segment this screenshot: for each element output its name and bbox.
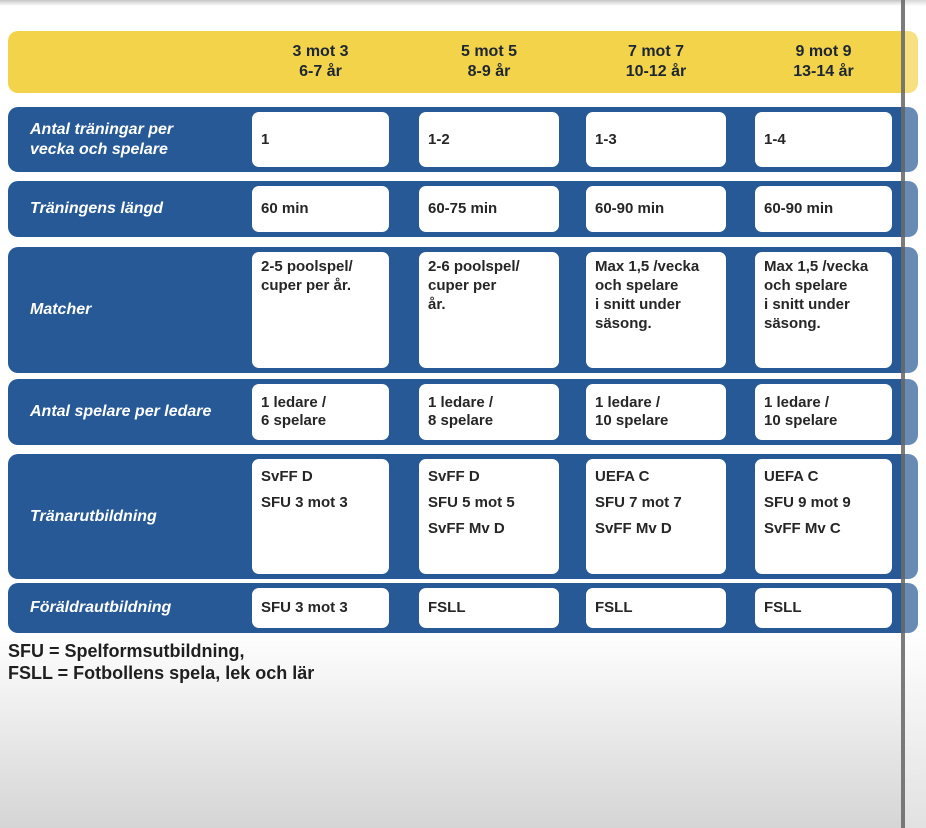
- value-cell: 1-2: [419, 112, 559, 167]
- value-cell: SFU 3 mot 3: [252, 588, 389, 628]
- value-cell: 60-90 min: [586, 186, 726, 232]
- column-subtitle: 8-9 år: [467, 63, 511, 80]
- value-cell: 2-5 poolspel/ cuper per år.: [252, 252, 389, 368]
- table-row-antal-traningar: Antal träningar per vecka och spelare 1 …: [8, 107, 918, 172]
- row-label: Träningens längd: [30, 200, 164, 217]
- value-cell: 1 ledare / 6 spelare: [252, 384, 389, 440]
- cell-text: Max 1,5 /vecka och spelare i snitt under…: [764, 258, 869, 332]
- value-cell: 60-75 min: [419, 186, 559, 232]
- column-header-9mot9: 9 mot 9 13-14 år: [755, 31, 892, 93]
- value-cell: UEFA C SFU 7 mot 7 SvFF Mv D: [586, 459, 726, 574]
- right-edge-fade: [905, 0, 926, 828]
- column-title: 5 mot 5: [460, 43, 517, 60]
- cell-text: UEFA C SFU 9 mot 9 SvFF Mv C: [764, 468, 851, 537]
- cell-text: Max 1,5 /vecka och spelare i snitt under…: [595, 258, 700, 332]
- value-cell: FSLL: [586, 588, 726, 628]
- value-cell: Max 1,5 /vecka och spelare i snitt under…: [586, 252, 726, 368]
- row-label: Tränarutbildning: [30, 507, 157, 525]
- cell-text: 1-4: [764, 130, 786, 148]
- cell-text: FSLL: [595, 599, 633, 616]
- top-edge-shadow: [0, 0, 926, 6]
- value-cell: 1: [252, 112, 389, 167]
- value-cell: 1 ledare / 8 spelare: [419, 384, 559, 440]
- cell-text: 1 ledare / 10 spelare: [595, 394, 669, 429]
- cell-text: FSLL: [764, 599, 802, 616]
- cell-text: 1 ledare / 10 spelare: [764, 394, 838, 429]
- value-cell: SvFF D SFU 3 mot 3: [252, 459, 389, 574]
- value-cell: 60 min: [252, 186, 389, 232]
- value-cell: 1 ledare / 10 spelare: [586, 384, 726, 440]
- cell-text: 2-6 poolspel/ cuper per år.: [428, 258, 520, 313]
- value-cell: FSLL: [419, 588, 559, 628]
- legend-line-sfu: SFU = Spelformsutbildning,: [8, 641, 245, 661]
- row-label: Antal träningar per vecka och spelare: [30, 120, 174, 158]
- cell-text: 1 ledare / 6 spelare: [261, 394, 327, 429]
- table-row-matcher: Matcher 2-5 poolspel/ cuper per år. 2-6 …: [8, 247, 918, 373]
- vertical-divider-line: [901, 0, 905, 828]
- cell-text: 1: [261, 130, 270, 148]
- table-row-tranarutbildning: Tränarutbildning SvFF D SFU 3 mot 3 SvFF…: [8, 454, 918, 579]
- value-cell: Max 1,5 /vecka och spelare i snitt under…: [755, 252, 892, 368]
- column-title: 7 mot 7: [627, 43, 684, 60]
- cell-text: 60 min: [261, 200, 309, 217]
- table-header-row: 3 mot 3 6-7 år 5 mot 5 8-9 år 7 mot 7 10…: [8, 31, 918, 93]
- value-cell: UEFA C SFU 9 mot 9 SvFF Mv C: [755, 459, 892, 574]
- column-header-7mot7: 7 mot 7 10-12 år: [586, 31, 726, 93]
- row-label: Matcher: [30, 301, 92, 318]
- cell-text: SvFF D SFU 3 mot 3: [261, 468, 348, 511]
- value-cell: 60-90 min: [755, 186, 892, 232]
- column-subtitle: 10-12 år: [625, 63, 687, 80]
- column-subtitle: 6-7 år: [299, 63, 342, 80]
- value-cell: 1-4: [755, 112, 892, 167]
- table-row-traningens-langd: Träningens längd 60 min 60-75 min 60-90 …: [8, 181, 918, 237]
- row-label: Föräldrautbildning: [30, 599, 172, 616]
- cell-text: 1 ledare / 8 spelare: [428, 394, 494, 429]
- cell-text: 60-90 min: [595, 200, 665, 217]
- table-row-foraldrautbildning: Föräldrautbildning SFU 3 mot 3 FSLL FSLL…: [8, 583, 918, 633]
- value-cell: 1-3: [586, 112, 726, 167]
- column-title: 9 mot 9: [795, 43, 852, 60]
- table-row-antal-spelare-per-ledare: Antal spelare per ledare 1 ledare / 6 sp…: [8, 379, 918, 445]
- value-cell: SvFF D SFU 5 mot 5 SvFF Mv D: [419, 459, 559, 574]
- cell-text: UEFA C SFU 7 mot 7 SvFF Mv D: [595, 468, 682, 537]
- abbreviation-legend: SFU = Spelformsutbildning, FSLL = Fotbol…: [8, 640, 314, 684]
- column-header-3mot3: 3 mot 3 6-7 år: [252, 31, 389, 93]
- cell-text: 60-90 min: [764, 200, 834, 217]
- value-cell: 2-6 poolspel/ cuper per år.: [419, 252, 559, 368]
- legend-line-fsll: FSLL = Fotbollens spela, lek och lär: [8, 663, 315, 683]
- row-label: Antal spelare per ledare: [30, 403, 212, 420]
- column-header-5mot5: 5 mot 5 8-9 år: [419, 31, 559, 93]
- value-cell: 1 ledare / 10 spelare: [755, 384, 892, 440]
- cell-text: 1-3: [595, 130, 617, 148]
- column-subtitle: 13-14 år: [793, 63, 854, 80]
- cell-text: 1-2: [428, 130, 450, 148]
- cell-text: 60-75 min: [428, 200, 498, 217]
- cell-text: SFU 3 mot 3: [261, 599, 348, 616]
- column-title: 3 mot 3: [292, 43, 349, 60]
- value-cell: FSLL: [755, 588, 892, 628]
- cell-text: SvFF D SFU 5 mot 5 SvFF Mv D: [428, 468, 515, 537]
- cell-text: FSLL: [428, 599, 466, 616]
- cell-text: 2-5 poolspel/ cuper per år.: [261, 258, 353, 294]
